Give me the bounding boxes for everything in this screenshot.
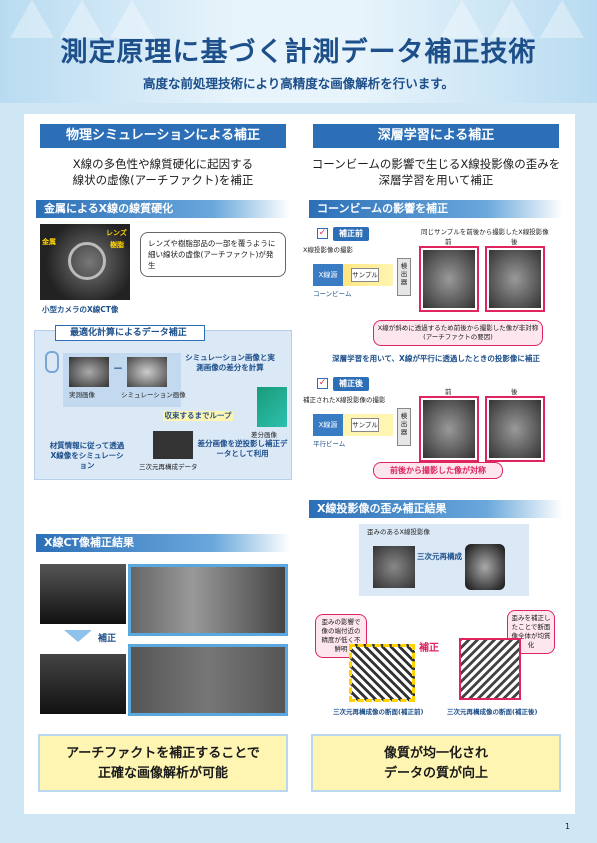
label-metal: 金属 — [42, 238, 56, 246]
ct-after-zoom — [128, 644, 288, 716]
left-section-hardening: 金属によるX線の線質硬化 — [36, 200, 290, 218]
section-after — [459, 638, 521, 700]
simulated-image — [127, 357, 167, 387]
optimization-flow: 最適化計算によるデータ補正 － 実測画像 シミュレーション画像 シミュレーション… — [34, 325, 292, 480]
left-panel-title: 物理シミュレーションによる補正 — [40, 124, 286, 148]
after-badge: 補正後 — [333, 377, 369, 391]
left-desc-line1: X線の多色性や線質硬化に起因する — [72, 157, 254, 171]
page-title: 測定原理に基づく計測データ補正技術 — [60, 37, 537, 68]
xray-source-after: X線源 — [313, 414, 343, 436]
ct-before-thumb — [40, 564, 126, 624]
right-panel-title: 深層学習による補正 — [313, 124, 559, 148]
after-sub: 補正されたX線投影像の撮影 — [303, 396, 386, 404]
correction-label-right: 補正 — [419, 643, 439, 654]
reconstruction-image — [153, 431, 193, 459]
simulated-label: シミュレーション画像 — [121, 391, 186, 399]
check-icon-after: ✓ — [317, 378, 328, 389]
asymmetry-note: X線が斜めに透過するため前後から撮影した像が非対称(アーチファクトの要因) — [373, 320, 543, 346]
front-label-after: 前 — [445, 388, 452, 396]
measured-image — [69, 357, 109, 387]
left-section-result: X線CT像補正結果 — [36, 534, 290, 552]
left-conclusion-line1: アーチファクトを補正することで — [66, 746, 260, 761]
paperclip-icon — [45, 351, 59, 373]
camera-caption: 小型カメラのX線CT像 — [42, 305, 119, 314]
right-description: コーンビームの影響で生じるX線投影像の歪みを 深層学習を用いて補正 — [297, 156, 575, 188]
label-lens: レンズ — [106, 229, 127, 237]
loop-label: 収束するまでループ — [163, 411, 233, 421]
xray-source: X線源 — [313, 264, 343, 286]
right-panel: 深層学習による補正 コーンビームの影響で生じるX線投影像の歪みを 深層学習を用い… — [297, 114, 575, 814]
label-resin: 樹脂 — [110, 241, 124, 249]
same-sample-label: 同じサンプルを前後から撮影したX線投影像 — [421, 228, 549, 236]
front-label: 前 — [445, 238, 452, 246]
back-label-after: 後 — [511, 388, 518, 396]
back-label: 後 — [511, 238, 518, 246]
caption-before: 三次元再構成像の断面(補正前) — [333, 708, 424, 716]
before-sub: X線投影像の撮影 — [303, 246, 353, 254]
section-before — [349, 644, 415, 702]
right-conclusion: 像質が均一化され データの質が向上 — [311, 734, 561, 792]
ct-after-thumb — [40, 654, 126, 714]
correction-label: 補正 — [98, 634, 117, 644]
symmetric-note: 前後から撮影した像が対称 — [373, 462, 503, 479]
before-front-image — [423, 250, 475, 308]
detector-box-after: 検出器 — [397, 408, 411, 446]
right-section-cone: コーンビームの影響を補正 — [309, 200, 563, 218]
check-icon: ✓ — [317, 228, 328, 239]
cone-label: コーンビーム — [313, 290, 352, 298]
after-front-image — [423, 400, 475, 458]
parallel-correction-text: 深層学習を用いて、X線が平行に透過したときの投影像に補正 — [332, 354, 540, 363]
before-badge: 補正前 — [333, 227, 369, 241]
artifact-balloon: レンズや樹脂部品の一部を覆うように細い線状の虚像(アーチファクト)が発生 — [140, 232, 286, 277]
right-conclusion-line1: 像質が均一化され — [383, 746, 488, 761]
flow-diff-text: シミュレーション画像と実測画像の差分を計算 — [185, 353, 275, 372]
ct-before-zoom — [128, 564, 288, 636]
measured-label: 実測画像 — [69, 391, 95, 399]
recon-label: 三次元再構成 — [417, 552, 462, 561]
right-conclusion-line2: データの質が向上 — [383, 766, 488, 781]
flow-title: 最適化計算によるデータ補正 — [55, 325, 205, 341]
correction-arrow-icon — [64, 630, 92, 642]
sample-box-after: サンプル — [351, 418, 379, 432]
minus-sign: － — [113, 364, 123, 375]
difference-label: 差分画像 — [251, 431, 277, 439]
left-conclusion: アーチファクトを補正することで 正確な画像解析が可能 — [38, 734, 288, 792]
distorted-label: 歪みのあるX線投影像 — [367, 528, 430, 536]
right-desc-line1: コーンビームの影響で生じるX線投影像の歪みを — [311, 157, 561, 171]
difference-image — [257, 387, 287, 427]
caption-after: 三次元再構成像の断面(補正後) — [447, 708, 538, 716]
after-back-image — [489, 400, 541, 458]
right-section-result: X線投影像の歪み補正結果 — [309, 500, 563, 518]
reconstruction-label: 三次元再構成データ — [139, 463, 198, 471]
detector-box: 検出器 — [397, 258, 411, 296]
page-subtitle: 高度な前処理技術により高精度な画像解析を行います。 — [142, 76, 454, 91]
left-desc-line2: 線状の虚像(アーチファクト)を補正 — [72, 173, 254, 187]
left-panel: 物理シミュレーションによる補正 X線の多色性や線質硬化に起因する 線状の虚像(ア… — [24, 114, 302, 814]
flow-backproj-text: 差分画像を逆投影し補正データとして利用 — [197, 439, 288, 458]
parallel-label: 平行ビーム — [313, 440, 346, 448]
left-conclusion-line2: 正確な画像解析が可能 — [97, 766, 228, 781]
camera-ct-image — [40, 224, 130, 300]
sample-box: サンプル — [351, 268, 379, 282]
page-number: 1 — [565, 822, 571, 831]
right-desc-line2: 深層学習を用いて補正 — [378, 173, 494, 187]
left-description: X線の多色性や線質硬化に起因する 線状の虚像(アーチファクト)を補正 — [24, 156, 302, 188]
header-banner — [0, 0, 597, 103]
flow-material-text: 材質情報に従って透過X線像をシミュレーション — [49, 441, 125, 470]
before-back-image — [489, 250, 541, 308]
recon-cylinder — [465, 544, 505, 590]
distorted-projection — [373, 546, 415, 588]
